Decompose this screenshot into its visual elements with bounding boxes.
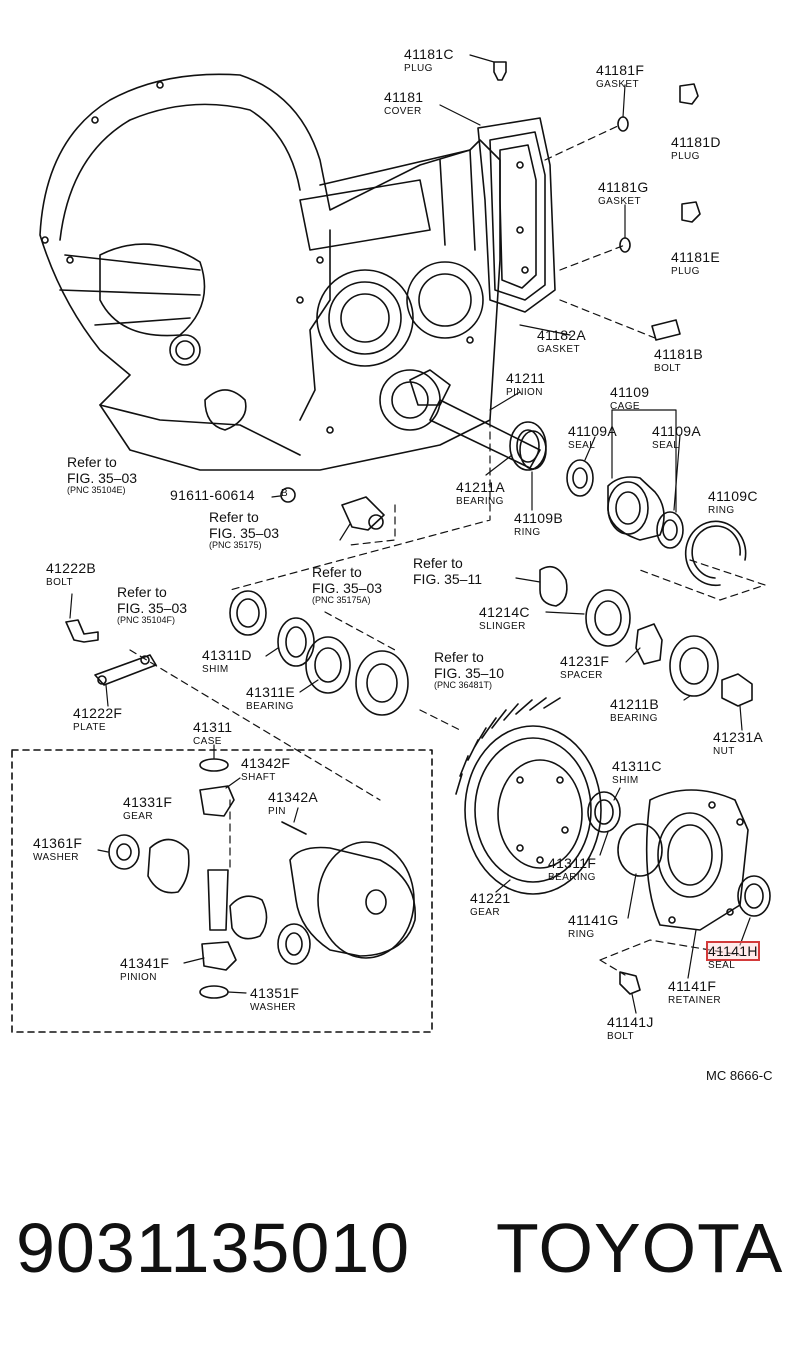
bolt-marker-b: B	[281, 488, 288, 499]
highlighted-part-number: 41141H	[706, 941, 760, 961]
leader-lines	[69, 54, 766, 1014]
footer-brand: TOYOTA	[496, 1209, 784, 1287]
drawing-code: MC 8666-C	[706, 1068, 773, 1083]
cage-seals-rings	[566, 459, 747, 587]
footer-part-number: 9031135010	[16, 1209, 411, 1287]
differential-case-group	[11, 749, 433, 1033]
plugs-and-bolts	[65, 61, 701, 995]
pinion-bearings	[229, 565, 753, 716]
pinion-shaft	[409, 369, 547, 471]
ring-gear	[455, 697, 602, 895]
transaxle-housing	[39, 73, 501, 471]
label-91611-60614: 91611-60614	[170, 487, 255, 503]
cover-and-gasket	[477, 117, 556, 313]
retainer-and-seal	[587, 789, 771, 931]
